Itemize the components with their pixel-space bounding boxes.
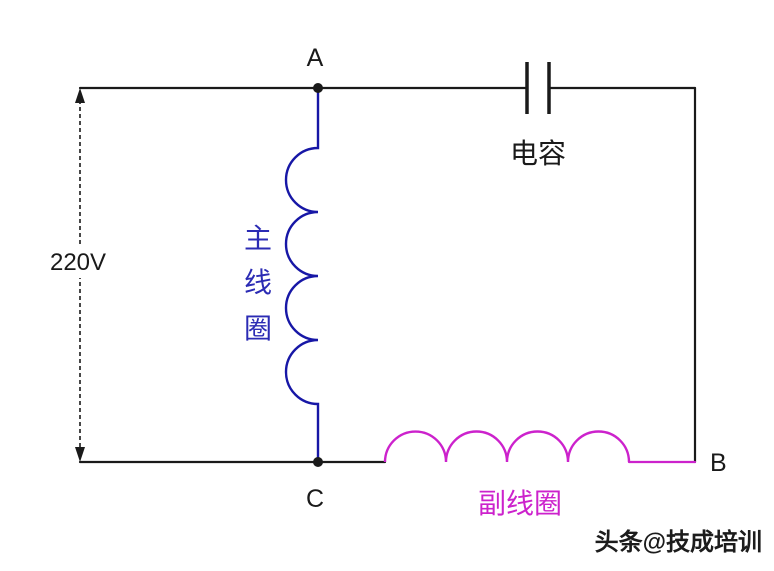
node-a-label: A xyxy=(307,44,324,72)
watermark-text: 头条@技成培训 xyxy=(595,528,762,556)
node-b-label: B xyxy=(710,449,727,477)
capacitor-icon xyxy=(525,62,551,114)
capacitor-label: 电容 xyxy=(510,138,566,169)
node-c-label: C xyxy=(306,485,324,513)
node-c-dot xyxy=(313,457,323,467)
main-coil-label-char-1: 主 xyxy=(244,223,272,254)
node-a-dot xyxy=(313,83,323,93)
voltage-label: 220V xyxy=(50,249,106,276)
main-coil-label-char-2: 线 xyxy=(244,267,272,298)
voltage-arrow-head-top xyxy=(75,88,85,103)
main-coil-label: 主 线 圈 xyxy=(244,223,272,344)
voltage-arrow-head-bottom xyxy=(75,447,85,462)
main-coil-label-char-3: 圈 xyxy=(244,313,272,344)
secondary-coil-label: 副线圈 xyxy=(478,488,562,519)
voltage-arrow-icon xyxy=(38,88,118,462)
voltage-label-backplate xyxy=(38,244,118,278)
circuit-wires xyxy=(78,86,697,464)
secondary-coil-icon xyxy=(383,430,631,463)
main-coil-icon xyxy=(284,88,320,462)
